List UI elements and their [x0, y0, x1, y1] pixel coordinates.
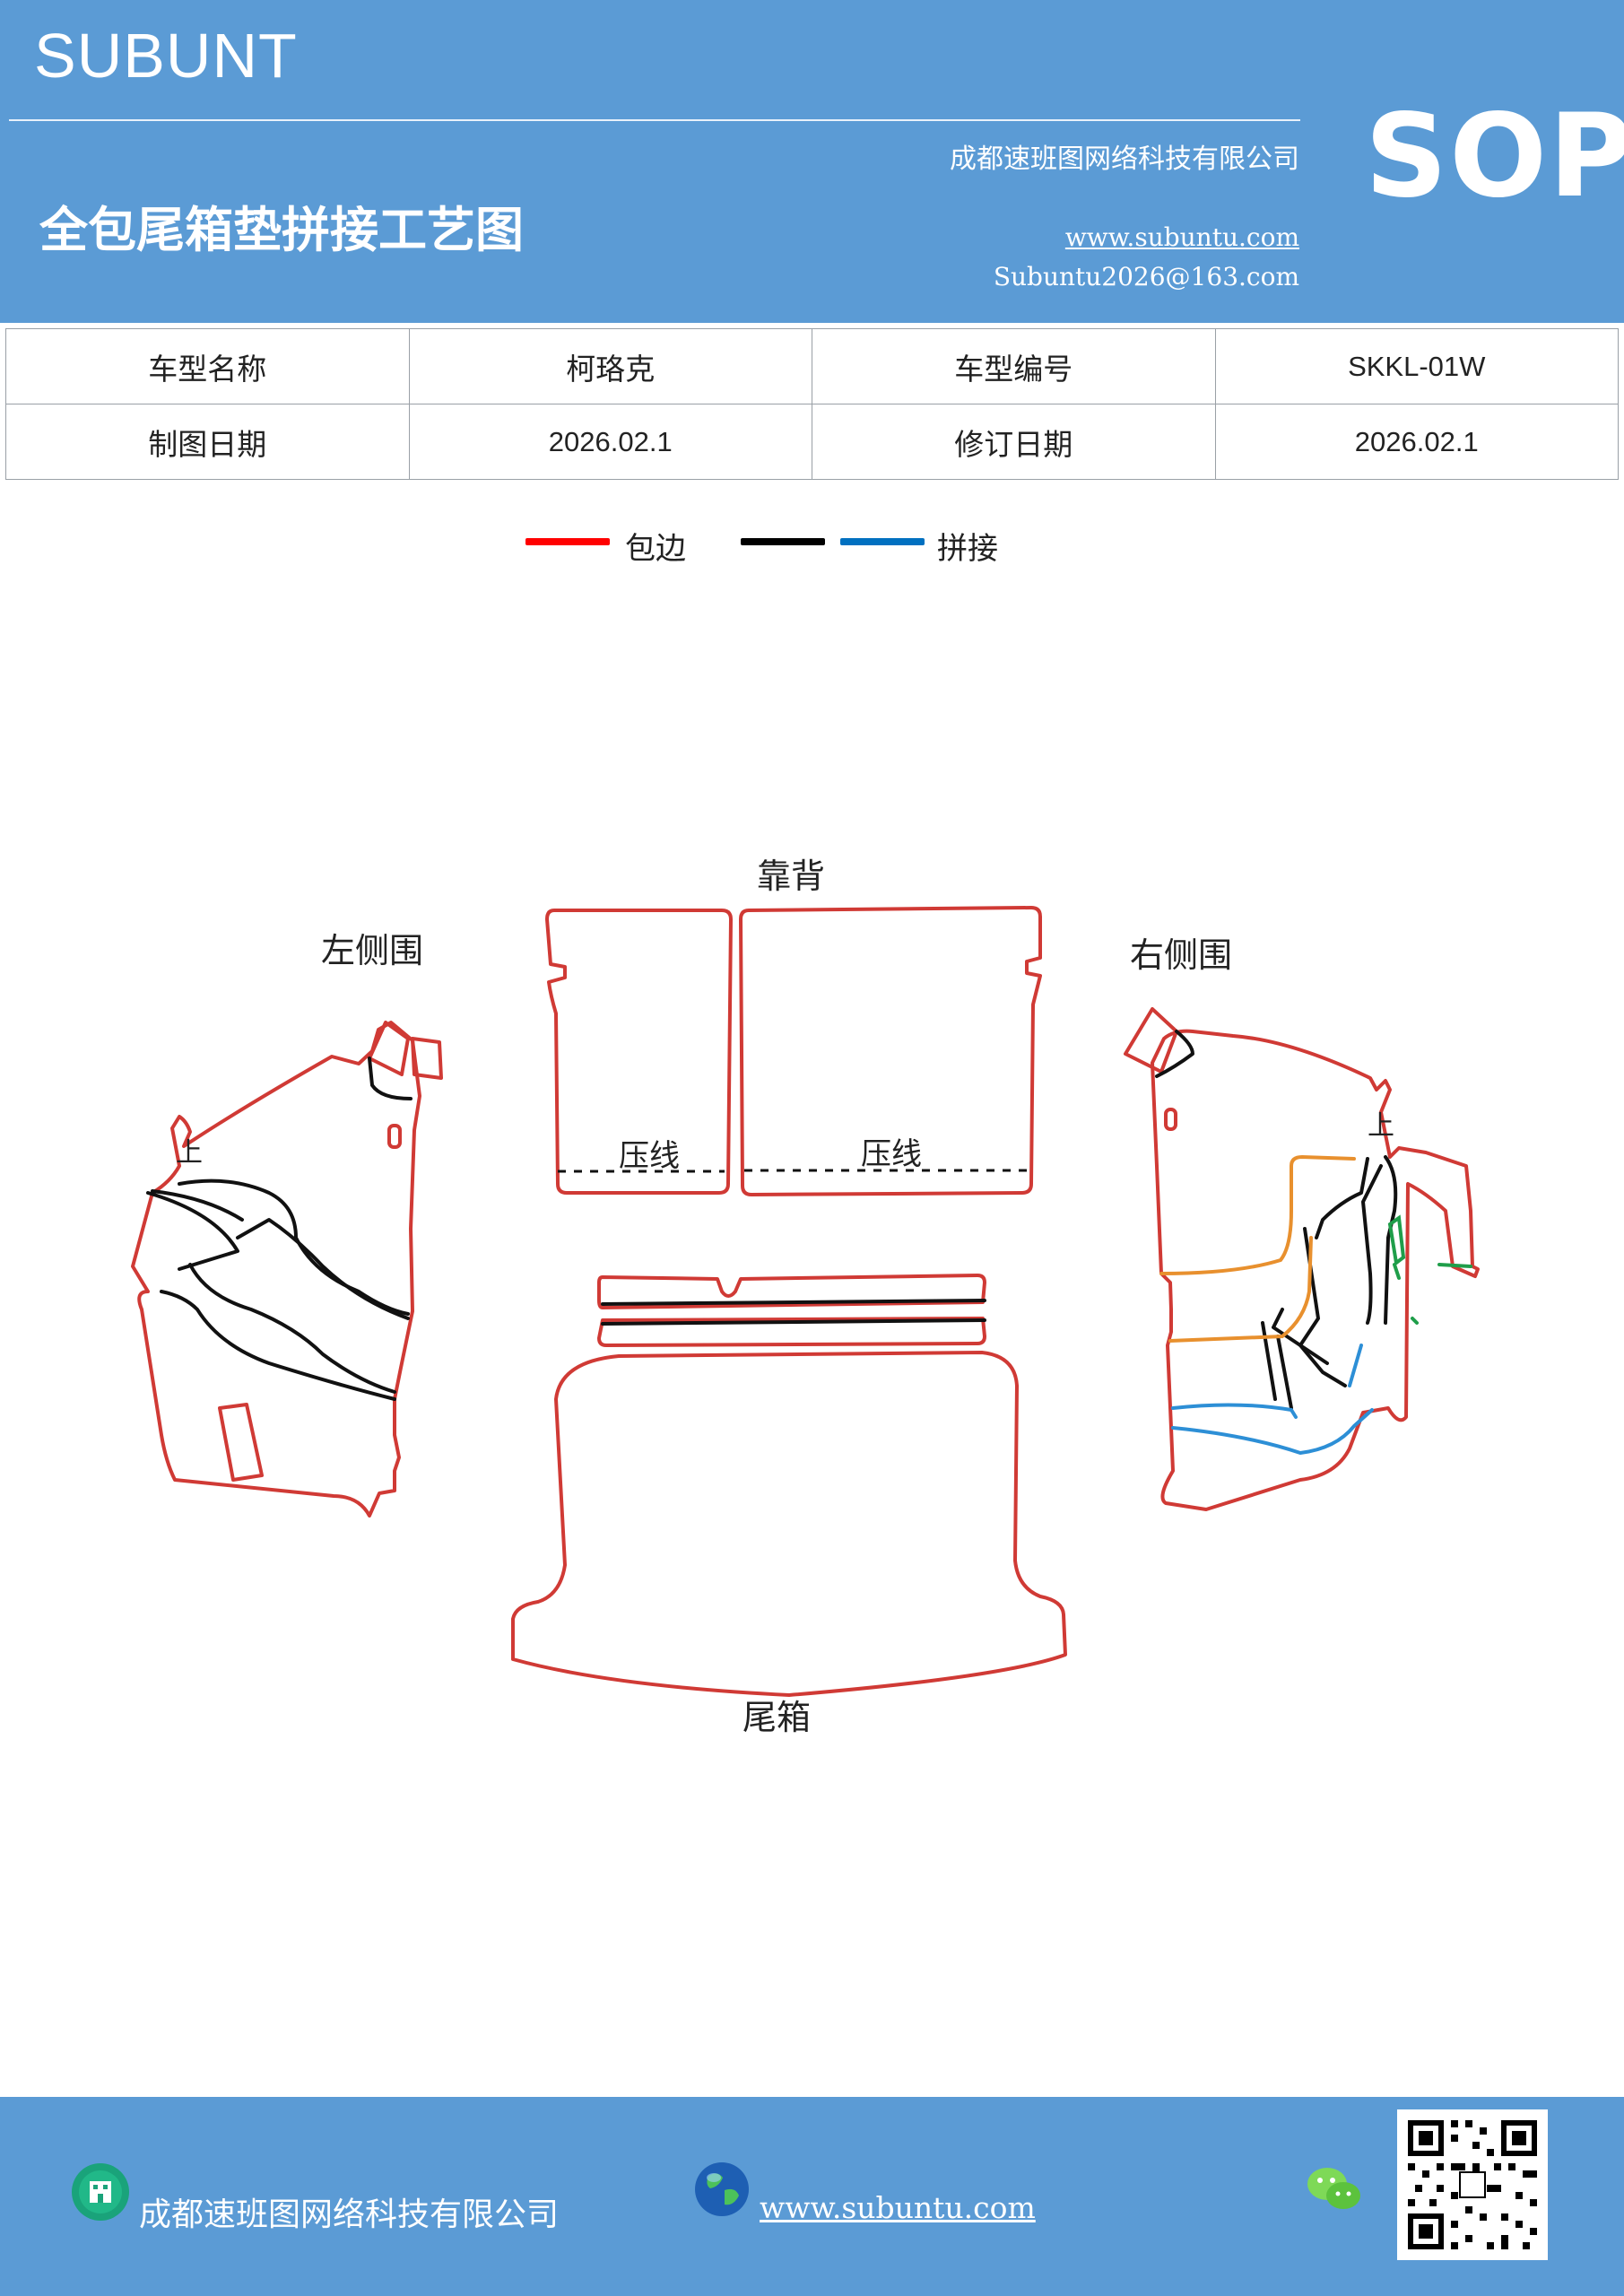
footer-website-link[interactable]: www.subuntu.com	[760, 2190, 1036, 2225]
trunk-floor-panel	[511, 1351, 1067, 1697]
header-company: 成都速班图网络科技有限公司	[950, 144, 1299, 175]
left-side-handle	[218, 1403, 264, 1482]
header-email: Subuntu2026@163.com	[993, 262, 1299, 291]
vehicle-info-table: 车型名称 柯珞克 车型编号 SKKL-01W 制图日期 2026.02.1 修订…	[5, 328, 1619, 480]
table-row: 车型名称 柯珞克 车型编号 SKKL-01W	[5, 328, 1619, 404]
right-side-panel-outline	[1151, 1029, 1480, 1511]
legend-edge-label: 包边	[625, 531, 686, 567]
header-banner: SUBUNT 成都速班图网络科技有限公司 SOP 全包尾箱垫拼接工艺图 www.…	[0, 0, 1624, 323]
label-right-side: 右侧围	[1130, 935, 1232, 975]
label-up-left: 上	[176, 1137, 203, 1169]
brand-name: SUBUNT	[34, 21, 298, 91]
label-trunk: 尾箱	[743, 1698, 811, 1737]
legend: 包边 拼接	[0, 520, 1624, 574]
legend-edge-swatch	[525, 538, 610, 545]
trunk-strip-bottom	[597, 1317, 986, 1347]
table-row: 制图日期 2026.02.1 修订日期 2026.02.1	[5, 404, 1619, 480]
label-crease-left: 压线	[619, 1138, 680, 1174]
qr-code-graphic	[1404, 2117, 1541, 2253]
label-revise-date: 修订日期	[812, 404, 1216, 480]
footer-banner: 成都速班图网络科技有限公司 www.subuntu.com	[0, 2097, 1624, 2296]
label-model-name: 车型名称	[5, 328, 410, 404]
globe-icon	[695, 2162, 749, 2216]
header-website-link[interactable]: www.subuntu.com	[1064, 222, 1299, 252]
left-side-slot	[387, 1124, 402, 1149]
header-divider	[9, 119, 1300, 121]
value-model-name: 柯珞克	[408, 328, 812, 404]
label-backrest: 靠背	[757, 857, 825, 896]
label-crease-right: 压线	[861, 1136, 922, 1172]
left-side-corner-2	[411, 1037, 443, 1080]
sop-badge: SOP	[1365, 90, 1624, 223]
value-model-code: SKKL-01W	[1214, 328, 1619, 404]
footer-company: 成都速班图网络科技有限公司	[139, 2196, 560, 2233]
trunk-strip-top	[597, 1274, 986, 1309]
left-side-panel-outline	[131, 1021, 421, 1518]
pattern-diagram: 靠背 左侧围 右侧围 压线 压线 上 上 尾箱	[131, 857, 1480, 1737]
label-left-side: 左侧围	[321, 931, 423, 970]
legend-join-swatch	[840, 538, 925, 545]
backrest-right-panel	[739, 906, 1042, 1196]
value-revise-date: 2026.02.1	[1214, 404, 1619, 480]
backrest-left-panel	[545, 909, 733, 1195]
label-up-right: 上	[1368, 1110, 1394, 1142]
page-title: 全包尾箱垫拼接工艺图	[39, 202, 524, 258]
label-draw-date: 制图日期	[5, 404, 410, 480]
right-side-slot	[1164, 1108, 1177, 1131]
qr-code[interactable]	[1397, 2109, 1548, 2260]
wechat-icon[interactable]	[1305, 2163, 1364, 2215]
label-model-code: 车型编号	[812, 328, 1216, 404]
value-draw-date: 2026.02.1	[408, 404, 812, 480]
left-side-corner-1	[368, 1021, 410, 1076]
legend-join-label: 拼接	[937, 531, 998, 567]
legend-black-swatch	[741, 538, 825, 545]
building-icon	[72, 2163, 129, 2221]
